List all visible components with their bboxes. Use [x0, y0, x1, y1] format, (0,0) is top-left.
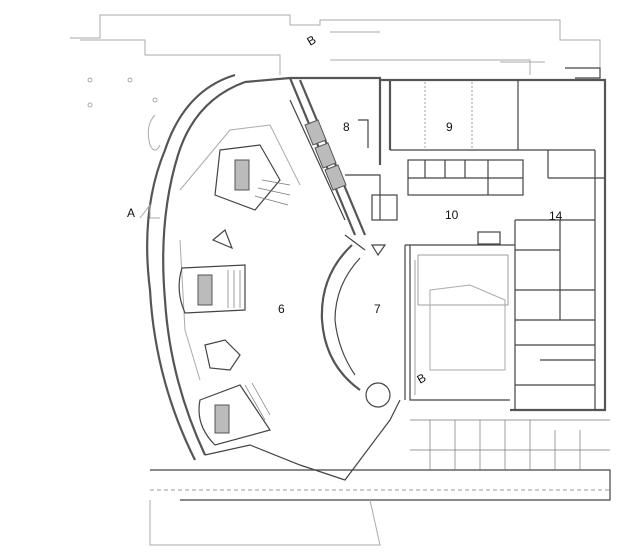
seating-block	[214, 144, 291, 211]
section-label-b-top: B	[305, 32, 319, 48]
room-label-14: 14	[549, 209, 563, 223]
section-label-b-bottom: B	[415, 370, 429, 386]
room-label-8: 8	[343, 120, 350, 134]
section-label-a: A	[127, 206, 135, 220]
room-label-6: 6	[278, 302, 285, 316]
stage-area	[405, 231, 515, 401]
room-label-9: 9	[446, 120, 453, 134]
site-outline	[70, 14, 601, 151]
seating-block	[178, 264, 246, 314]
plaza	[149, 419, 611, 546]
section-mark-b-bottom: B	[415, 370, 429, 386]
section-mark-a: A	[127, 203, 160, 220]
auditorium-7	[320, 234, 406, 408]
section-mark-b-top: B	[305, 32, 319, 48]
room-label-10: 10	[445, 208, 459, 222]
office-wing	[290, 76, 607, 412]
room-8-stair	[289, 99, 369, 221]
room-label-7: 7	[374, 302, 381, 316]
seating-block	[198, 382, 271, 446]
auditorium-6	[146, 73, 401, 481]
